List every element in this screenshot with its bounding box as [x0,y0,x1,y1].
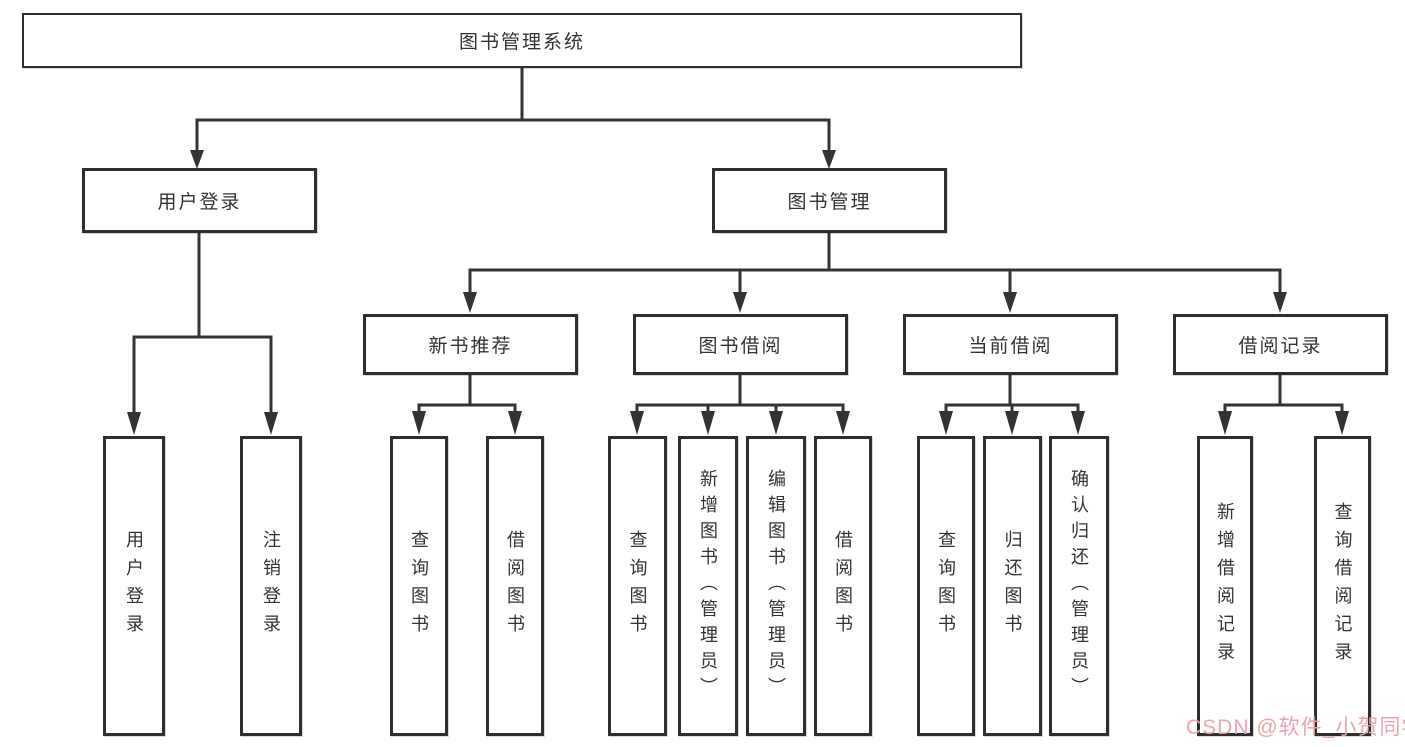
node-edit-books-admin: 编辑图书（管理员） [746,436,806,736]
node-new-book-recommend: 新书推荐 [363,314,578,375]
node-query-books-current: 查询图书 [917,436,975,736]
node-borrow-books-leaf: 借阅图书 [814,436,872,736]
node-query-borrow-record: 查询借阅记录 [1314,436,1371,736]
node-add-borrow-record: 新增借阅记录 [1197,436,1253,736]
csdn-watermark: CSDN @软件_小贺同学 [1186,716,1405,739]
node-book-borrow: 图书借阅 [633,314,848,375]
node-current-borrow: 当前借阅 [903,314,1118,375]
node-query-books-recommend: 查询图书 [390,436,448,736]
node-query-books-borrow: 查询图书 [608,436,667,736]
node-book-management-system: 图书管理系统 [22,13,1022,68]
node-user-login: 用户登录 [82,168,317,233]
node-borrow-records: 借阅记录 [1173,314,1388,375]
node-return-books: 归还图书 [983,436,1042,736]
node-add-books-admin: 新增图书（管理员） [678,436,738,736]
node-confirm-return-admin: 确认归还（管理员） [1049,436,1109,736]
node-logout-leaf: 注销登录 [240,436,302,736]
node-book-management: 图书管理 [712,168,947,233]
node-user-login-leaf: 用户登录 [103,436,165,736]
node-borrow-books-recommend: 借阅图书 [486,436,544,736]
